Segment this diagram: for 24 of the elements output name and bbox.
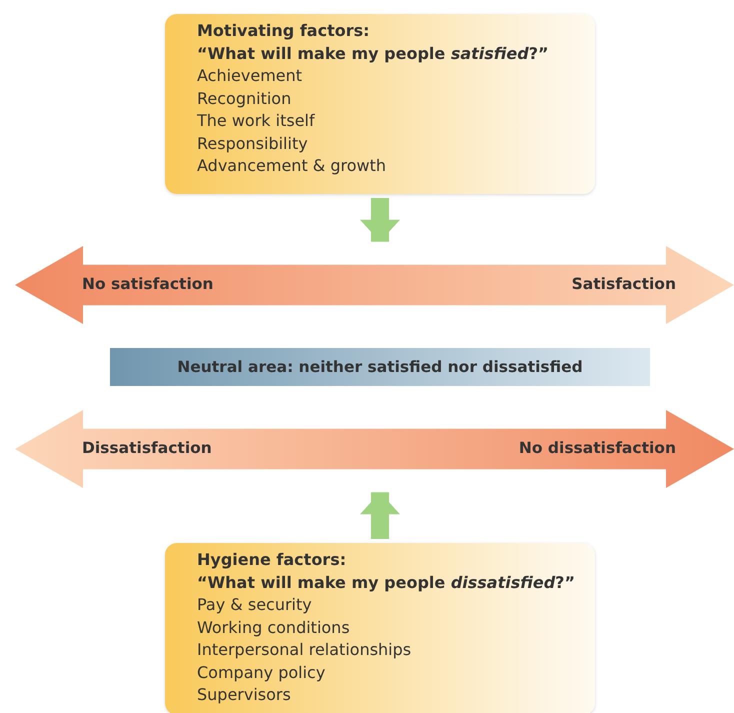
band-label: Satisfaction (572, 275, 676, 293)
bar-label: Neutral area: neither satisfied nor dissatisfied (177, 358, 583, 376)
list-item: Interpersonal relationships (197, 639, 412, 661)
list-item: Achievement (197, 65, 304, 87)
list-item: Advancement & growth (197, 155, 388, 177)
block-arrow (360, 198, 400, 242)
card-heading: Hygiene factors: (197, 549, 348, 571)
band-label: No dissatisfaction (518, 439, 676, 457)
neutral-bar (110, 348, 650, 386)
card-heading: Motivating factors: (197, 20, 371, 42)
list-item: Responsibility (197, 132, 309, 154)
factor-card (165, 14, 595, 194)
question-text: “What will make my people dissatisfied?” (197, 572, 576, 594)
list-item: Company policy (197, 662, 326, 684)
list-item: Working conditions (197, 616, 351, 638)
block-arrow (360, 492, 400, 539)
list-item: Pay & security (197, 594, 313, 616)
list-item: Supervisors (197, 684, 292, 706)
list-item: Recognition (197, 88, 292, 110)
factor-card (165, 543, 595, 713)
band-label: Dissatisfaction (82, 439, 212, 457)
list-item: The work itself (197, 110, 316, 132)
band-label: No satisfaction (82, 275, 214, 293)
question-text: “What will make my people satisfied?” (197, 42, 550, 64)
